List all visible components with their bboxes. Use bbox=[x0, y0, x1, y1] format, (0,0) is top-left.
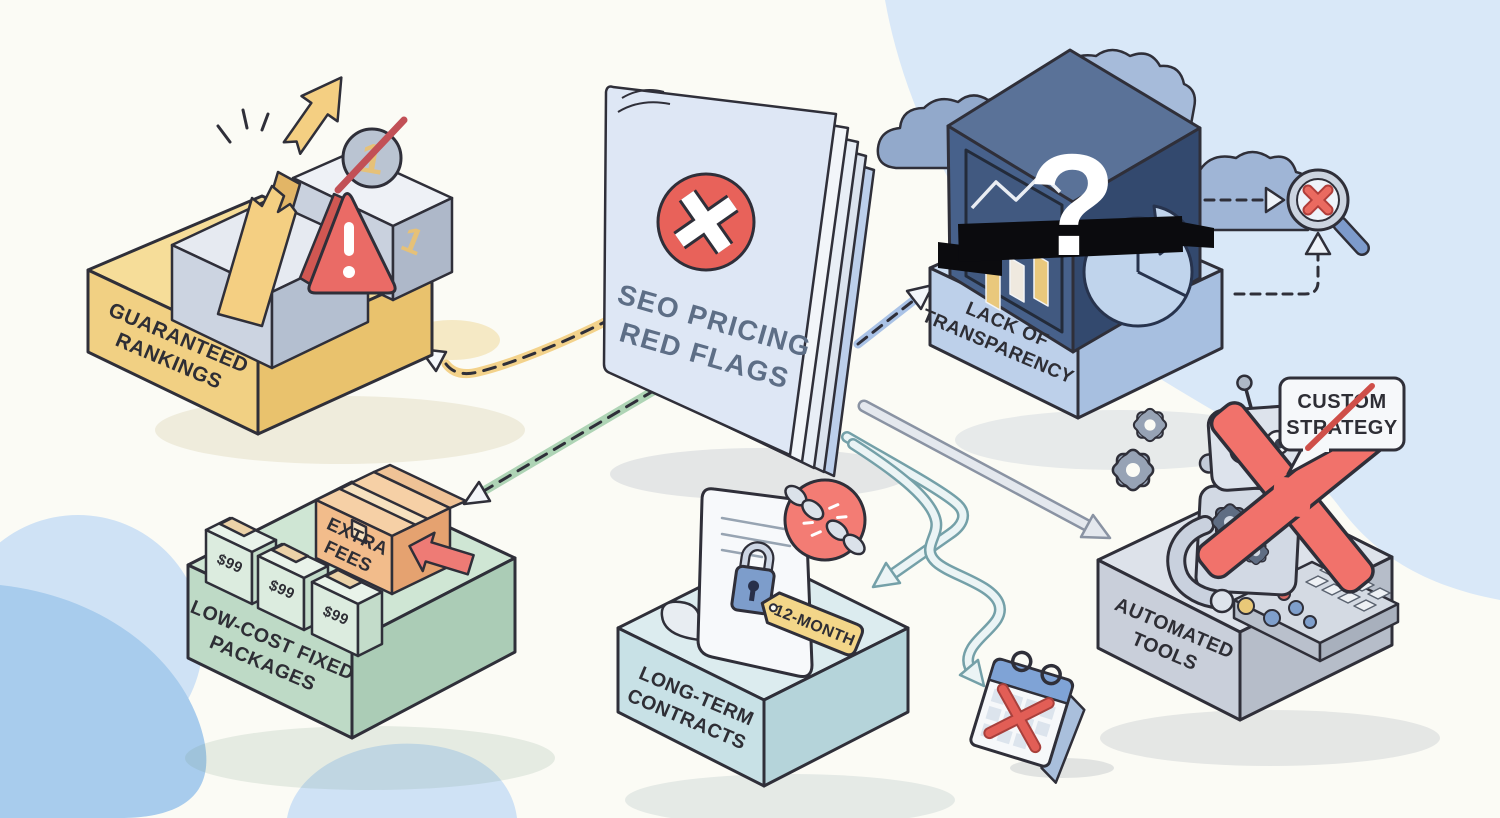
center-book: SEO PRICING RED FLAGS bbox=[602, 85, 876, 478]
broken-growth-arrow-icon bbox=[216, 76, 343, 328]
question-mark-icon: ? bbox=[1028, 124, 1117, 286]
x-circle-icon bbox=[656, 172, 756, 272]
speech-bubble: CUSTOM STRATEGY bbox=[1278, 376, 1406, 476]
robot-hand bbox=[1209, 588, 1235, 614]
hidden-fees-arrow-icon bbox=[408, 531, 475, 576]
speech-line2: STRATEGY bbox=[1286, 417, 1398, 439]
arrowhead-icon bbox=[958, 658, 986, 688]
slash-icon bbox=[1305, 383, 1375, 451]
broken-chain-icon bbox=[783, 478, 867, 562]
calendar-x-icon bbox=[969, 650, 1086, 784]
arrowhead-icon bbox=[1304, 231, 1332, 256]
vignette-lack-of-transparency: ? LACK OF TRANSPARENCY bbox=[876, 48, 1370, 420]
vignette-low-cost-packages: EXTRA FEES $99 $99 $99 bbox=[186, 463, 517, 740]
connectors bbox=[418, 283, 1112, 688]
speech-line1: CUSTOM bbox=[1297, 391, 1386, 413]
gear-icon bbox=[1111, 407, 1168, 492]
background-blob-bottom-center bbox=[287, 743, 517, 818]
arrow-to-calendar bbox=[847, 438, 1006, 688]
arrow-to-low-cost-packages bbox=[462, 385, 660, 506]
arrowhead-icon bbox=[905, 283, 935, 311]
arrow-to-lack-of-transparency bbox=[853, 283, 935, 349]
censor-bar-icon bbox=[958, 216, 1183, 262]
line-chart-icon bbox=[970, 172, 1062, 210]
crossed-number-one-icon: 1 bbox=[334, 116, 408, 194]
arrowhead-icon bbox=[1079, 513, 1112, 540]
arrowhead-icon bbox=[871, 561, 902, 589]
audit-links bbox=[1203, 186, 1332, 296]
price-box bbox=[310, 568, 384, 658]
arrow-to-automated-tools bbox=[857, 399, 1112, 540]
warning-triangle-icon bbox=[298, 192, 397, 295]
vignette-long-term-contracts: 12-MONTH LONG-TERM bbox=[616, 478, 910, 788]
x-mark-icon bbox=[1196, 401, 1389, 594]
spine-page-curves bbox=[617, 89, 671, 113]
arrowhead-icon bbox=[462, 480, 492, 506]
vignette-guaranteed-rankings: 1 1 bbox=[86, 76, 454, 436]
robot-antenna bbox=[1236, 374, 1253, 392]
magnifier-x-icon bbox=[1286, 168, 1370, 256]
arrowhead-icon bbox=[1264, 186, 1286, 214]
hidden-report-charts bbox=[938, 148, 1214, 334]
background-blob-bottom-left bbox=[0, 585, 207, 818]
spark-lines-icon bbox=[216, 108, 270, 144]
vignette-automated-tools: CUSTOM STRATEGY AUTOMATED TOOLS bbox=[1096, 374, 1406, 722]
